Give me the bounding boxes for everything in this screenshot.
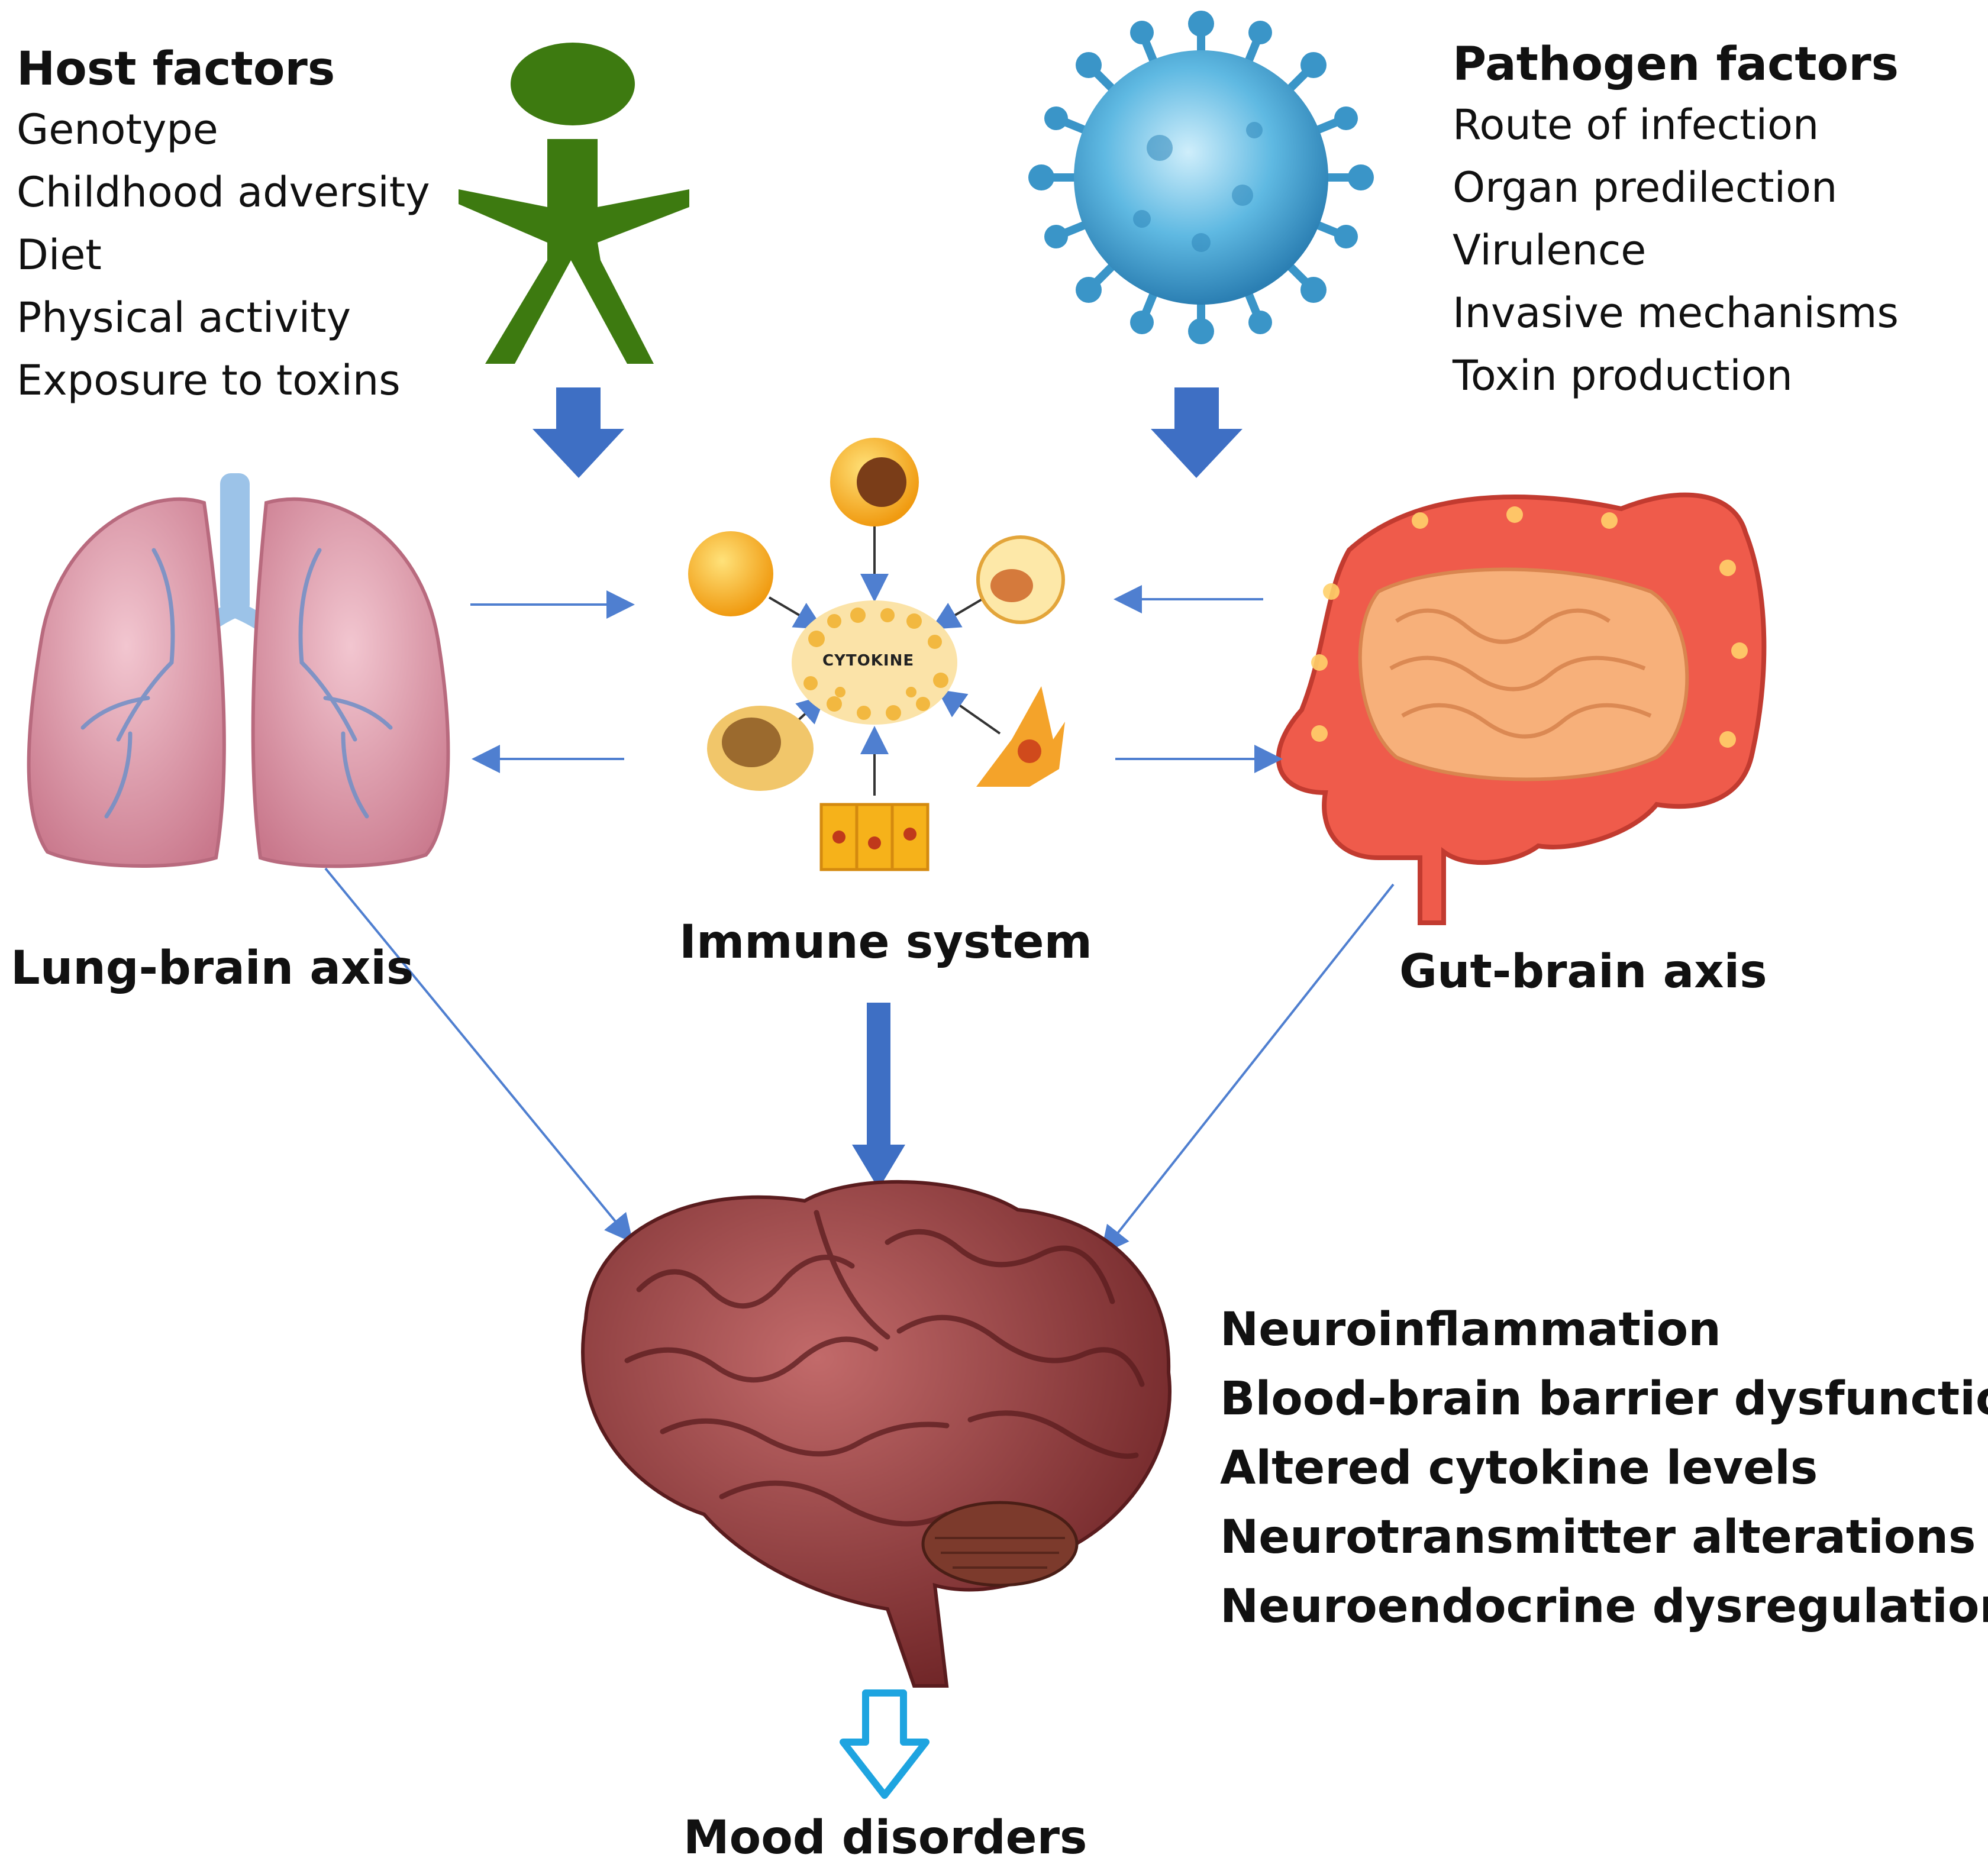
- immune-system-label: Immune system: [679, 916, 1092, 969]
- list-item: Altered cytokine levels: [1220, 1442, 1818, 1495]
- list-item: Exposure to toxins: [17, 356, 401, 405]
- host-factors-title: Host factors: [17, 43, 335, 96]
- host-factors-panel: Host factors Genotype Childhood adversit…: [17, 43, 430, 412]
- list-item: Neuroendocrine dysregulation: [1220, 1580, 1988, 1633]
- host-down-arrow: [532, 387, 624, 478]
- list-item: Neuroinflammation: [1220, 1303, 1721, 1356]
- lungs-icon: [27, 473, 450, 868]
- immune-cells-icon: [688, 438, 1065, 871]
- list-item: Organ predilection: [1453, 163, 1838, 212]
- list-item: Neurotransmitter alterations: [1220, 1511, 1976, 1564]
- list-item: Diet: [17, 231, 102, 279]
- pathogen-factors-title: Pathogen factors: [1453, 38, 1899, 91]
- list-item: Childhood adversity: [17, 168, 430, 217]
- gut-to-brain-arrow: [1100, 883, 1395, 1255]
- pathogen-factors-list: Route of infection Organ predilection Vi…: [1453, 93, 1899, 407]
- list-item: Invasive mechanisms: [1453, 289, 1899, 337]
- lung-to-brain-arrow: [324, 867, 634, 1243]
- gut-brain-axis-label: Gut-brain axis: [1399, 945, 1767, 999]
- list-item: Toxin production: [1453, 351, 1793, 400]
- immune-to-brain-arrow: [852, 1003, 905, 1189]
- brain-to-outcome-arrow: [840, 1689, 930, 1799]
- list-item: Blood-brain barrier dysfunction: [1220, 1372, 1988, 1426]
- person-icon: [459, 43, 689, 364]
- list-item: Virulence: [1453, 226, 1647, 274]
- host-factors-list: Genotype Childhood adversity Diet Physic…: [17, 98, 430, 412]
- list-item: Route of infection: [1453, 101, 1819, 149]
- mood-disorders-label: Mood disorders: [683, 1811, 1087, 1865]
- lung-brain-axis-label: Lung-brain axis: [11, 942, 414, 995]
- list-item: Physical activity: [17, 293, 351, 342]
- pathogen-down-arrow: [1151, 387, 1242, 478]
- brain-icon: [581, 1180, 1172, 1688]
- list-item: Genotype: [17, 105, 218, 154]
- cytokine-label: CYTOKINE: [822, 652, 915, 670]
- virus-icon: [1028, 11, 1374, 344]
- pathogen-factors-panel: Pathogen factors Route of infection Orga…: [1453, 38, 1899, 407]
- brain-effects-list: Neuroinflammation Blood-brain barrier dy…: [1220, 1295, 1988, 1642]
- intestines-icon: [1276, 492, 1767, 925]
